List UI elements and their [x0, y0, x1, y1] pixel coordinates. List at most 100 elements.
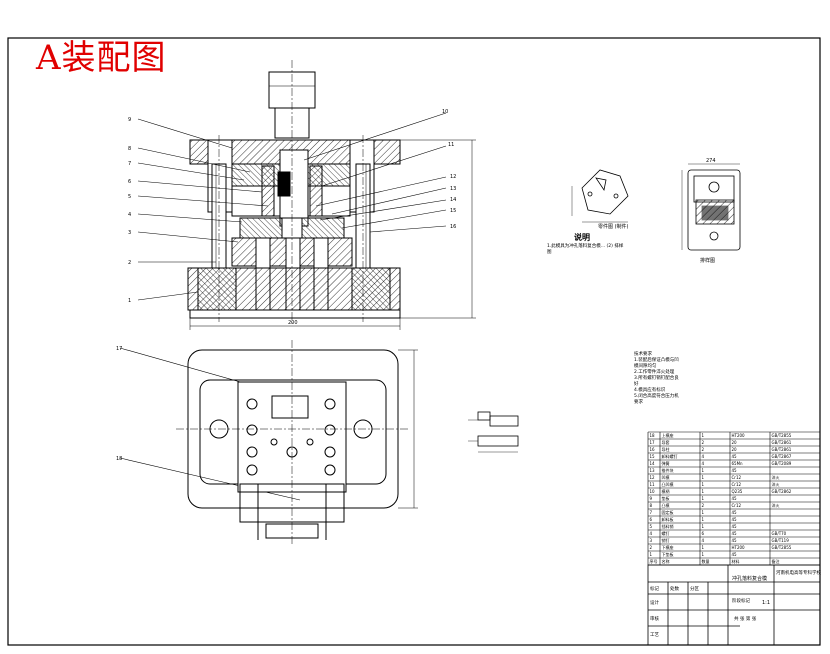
- bom-cell: 1: [650, 552, 653, 557]
- bom-cell: 3: [650, 538, 653, 543]
- callout-6: 6: [128, 179, 131, 185]
- bom-cell: 下垫板: [662, 551, 674, 557]
- leader-lines: [119, 112, 447, 501]
- bom-cell: 20: [732, 440, 738, 445]
- callout-10: 10: [442, 109, 448, 115]
- bom-cell: 1: [702, 475, 705, 480]
- bom-cell: Cr12: [732, 503, 742, 508]
- bom-header-cell: 数量: [702, 558, 710, 564]
- title-label-mark: 标记: [650, 585, 659, 592]
- bom-cell: Q235: [732, 489, 743, 494]
- technical-requirements: 技术要求 1.装配后保证凸模与凹模间隙均匀 2.工作零件淬火处理 3.所有螺钉销…: [634, 352, 679, 405]
- callout-2: 2: [128, 260, 131, 266]
- callout-7: 7: [128, 161, 131, 167]
- bom-cell: 16: [650, 447, 656, 452]
- title-school: 河南机电高等专科学校: [776, 569, 821, 576]
- plan-view: [176, 340, 418, 545]
- callout-9: 9: [128, 117, 131, 123]
- callout-15: 15: [450, 208, 456, 214]
- bom-header-cell: 名称: [662, 558, 670, 564]
- bom-cell: 15: [650, 454, 656, 459]
- bom-cell: 1: [702, 524, 705, 529]
- title-part-name: 冲孔落料复合模: [732, 575, 767, 582]
- callout-1: 1: [128, 298, 131, 304]
- bom-cell: 45: [732, 517, 738, 522]
- strip-caption: 排样图: [700, 257, 715, 264]
- callout-16: 16: [450, 224, 456, 230]
- bom-cell: 凸凹模: [662, 481, 674, 487]
- title-label-count: 处数: [670, 585, 679, 592]
- bom-cell: 1: [702, 496, 705, 501]
- bom-cell: 17: [650, 440, 656, 445]
- bom-cell: 2: [702, 440, 705, 445]
- bom-cell: 卸料板: [662, 516, 674, 522]
- bom-cell: 1: [702, 482, 705, 487]
- bom-cell: 垫板: [662, 495, 670, 501]
- bom-cell: 12: [650, 475, 656, 480]
- bom-cell: 弹簧: [662, 460, 670, 466]
- bom-cell: 10: [650, 489, 656, 494]
- notes-heading: 说明: [574, 233, 590, 242]
- bom-cell: GB/T2855: [772, 433, 792, 438]
- bom-cell: 凹模: [662, 474, 670, 480]
- bom-cell: GB/T2861: [772, 447, 792, 452]
- dim-blank-width: 274: [706, 158, 716, 164]
- bom-cell: 45: [732, 538, 738, 543]
- bom-cell: HT200: [732, 433, 746, 438]
- bom-cell: GB/T2862: [772, 489, 792, 494]
- bom-cell: 6: [702, 531, 705, 536]
- title-sheet-count: 共 张 第 张: [734, 615, 757, 622]
- callout-18: 18: [116, 456, 122, 462]
- bom-cell: 销钉: [662, 537, 670, 543]
- bom-cell: 4: [702, 461, 705, 466]
- callout-numbers: 9 8 7 6 5 4 3 2 1 10 11 12 13 14 15 16 1…: [116, 109, 456, 462]
- bom-cell: 45: [732, 531, 738, 536]
- bom-cell: 导套: [662, 439, 670, 445]
- bom-cell: GB/T119: [772, 538, 790, 543]
- bom-cell: GB/T70: [772, 531, 787, 536]
- callout-17: 17: [116, 346, 122, 352]
- part-view-caption: 零件图 (制件): [598, 223, 629, 230]
- callout-3: 3: [128, 230, 131, 236]
- title-label-zone: 分区: [690, 585, 699, 592]
- bom-cell: Cr12: [732, 475, 742, 480]
- notes-body: 1.此模具为冲孔落料复合模... (2) 排样图: [547, 244, 624, 255]
- bom-cell: 1: [702, 433, 705, 438]
- bom-cell: 卸料螺钉: [662, 453, 678, 459]
- callout-11: 11: [448, 142, 454, 148]
- bom-cell: 4: [650, 531, 653, 536]
- bom-cell: 1: [702, 468, 705, 473]
- bom-cell: 14: [650, 461, 656, 466]
- bom-cell: GB/T2867: [772, 454, 792, 459]
- title-label-design: 设计: [650, 599, 659, 606]
- bom-cell: 45: [732, 524, 738, 529]
- title-block: [647, 564, 821, 646]
- bom-header-cell: 材料: [732, 558, 740, 564]
- bom-cell: 推件块: [662, 467, 674, 473]
- title-scale: 1:1: [762, 600, 770, 606]
- bom-cell: 挡料销: [662, 523, 674, 529]
- title-label-process: 工艺: [650, 632, 659, 638]
- bom-cell: 2: [702, 503, 705, 508]
- callout-14: 14: [450, 197, 456, 203]
- bom-cell: 凸模: [662, 502, 670, 508]
- callout-5: 5: [128, 194, 131, 200]
- bom-cell: 6: [650, 517, 653, 522]
- bom-cell: 45: [732, 468, 738, 473]
- bom-cell: 下模座: [662, 544, 674, 550]
- bom-header-cell: 序号: [650, 558, 658, 564]
- bom-cell: 2: [650, 545, 653, 550]
- bom-cell: 45: [732, 496, 738, 501]
- bom-cell: HT200: [732, 545, 746, 550]
- bom-cell: 45: [732, 510, 738, 515]
- bom-cell: 20: [732, 447, 738, 452]
- bom-cell: 导柱: [662, 446, 670, 452]
- callout-13: 13: [450, 186, 456, 192]
- callout-12: 12: [450, 174, 456, 180]
- callout-8: 8: [128, 146, 131, 152]
- bom-cell: 固定板: [662, 509, 674, 515]
- bom-cell: 45: [732, 552, 738, 557]
- bom-cell: 螺钉: [662, 530, 670, 536]
